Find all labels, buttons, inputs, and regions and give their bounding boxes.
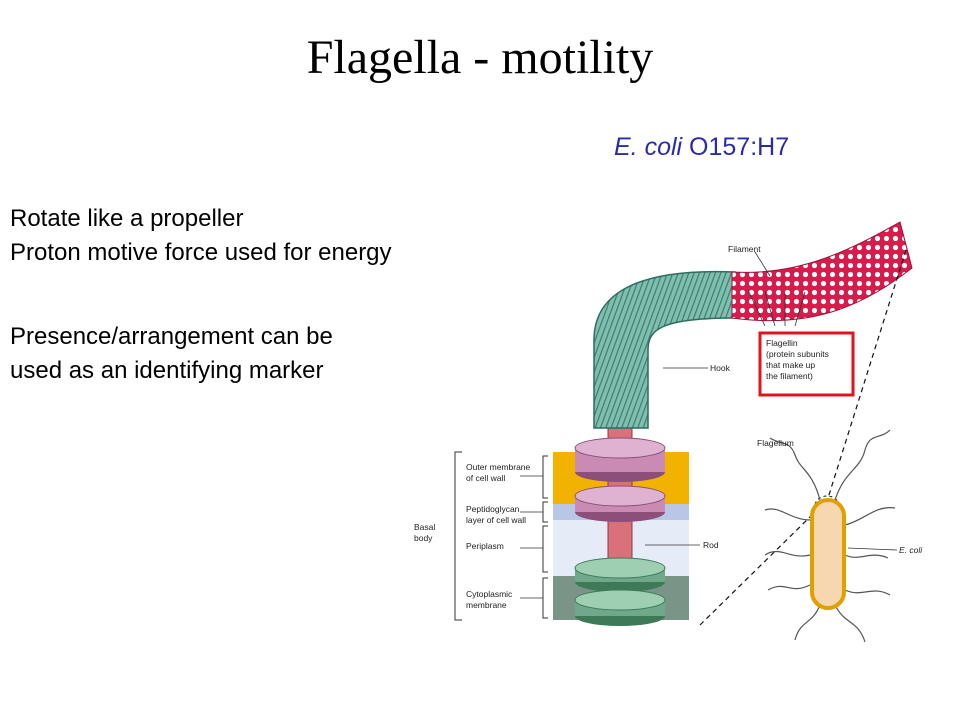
basal-body-label-line: Basal: [414, 522, 435, 532]
s-ring-top: [574, 557, 666, 579]
bullet-item: used as an identifying marker: [10, 357, 324, 384]
hook: [593, 270, 736, 429]
flagellin-label-line: Flagellin: [766, 338, 798, 348]
bullet-item: Rotate like a propeller: [10, 205, 244, 232]
filament-label: Filament: [728, 244, 761, 254]
ecoli-cell: [764, 429, 896, 643]
genus-italic: E. coli: [614, 133, 683, 161]
flagellin-label-line: that make up: [766, 360, 815, 370]
bullet-list: Rotate like a propeller Proton motive fo…: [10, 202, 392, 388]
flagellin-label-line: (protein subunits: [766, 349, 829, 359]
flagellin-label-line: the filament): [766, 371, 813, 381]
rod-label: Rod: [703, 540, 719, 550]
zoom-line: [827, 249, 907, 499]
outer-rings: [574, 437, 666, 522]
cytoplasmic-label-line: Cytoplasmic: [466, 589, 513, 599]
organism-subtitle: E. coli O157:H7: [614, 133, 789, 162]
outer-membrane-bracket: [542, 455, 548, 499]
slide-title: Flagella - motility: [306, 31, 654, 84]
basal-body-label-line: body: [414, 533, 433, 543]
ecoli-label: E. coli: [899, 545, 923, 555]
bullet-item: Proton motive force used for energy: [10, 239, 392, 266]
flagellum-label: Flagellum: [757, 438, 794, 448]
inner-rings: [574, 557, 666, 626]
leader-lines: [520, 251, 806, 599]
strain-name: O157:H7: [682, 133, 790, 161]
periplasm-bracket: [542, 525, 548, 573]
p-ring-top: [574, 485, 666, 507]
outer-membrane-label-line: of cell wall: [466, 473, 505, 483]
basal-body-bracket: [454, 451, 462, 621]
cytoplasmic-bracket: [542, 577, 548, 619]
cytoplasmic-label-line: membrane: [466, 600, 507, 610]
filament: [731, 221, 913, 322]
zoom-line: [699, 514, 813, 626]
bullet-item: Presence/arrangement can be: [10, 323, 333, 350]
l-ring-top: [574, 437, 666, 459]
peptidoglycan-label-line: Peptidoglycan: [466, 504, 520, 514]
periplasm-label: Periplasm: [466, 541, 504, 551]
flagella-lines: [764, 429, 896, 643]
flagellin-highlight-box: [758, 331, 855, 397]
peptidoglycan-bracket: [542, 501, 548, 523]
peptidoglycan-label-line: layer of cell wall: [466, 515, 526, 525]
hook-label: Hook: [710, 363, 731, 373]
ecoli-body: [810, 498, 846, 610]
outer-membrane-label-line: Outer membrane: [466, 462, 531, 472]
m-ring-top: [574, 589, 666, 611]
